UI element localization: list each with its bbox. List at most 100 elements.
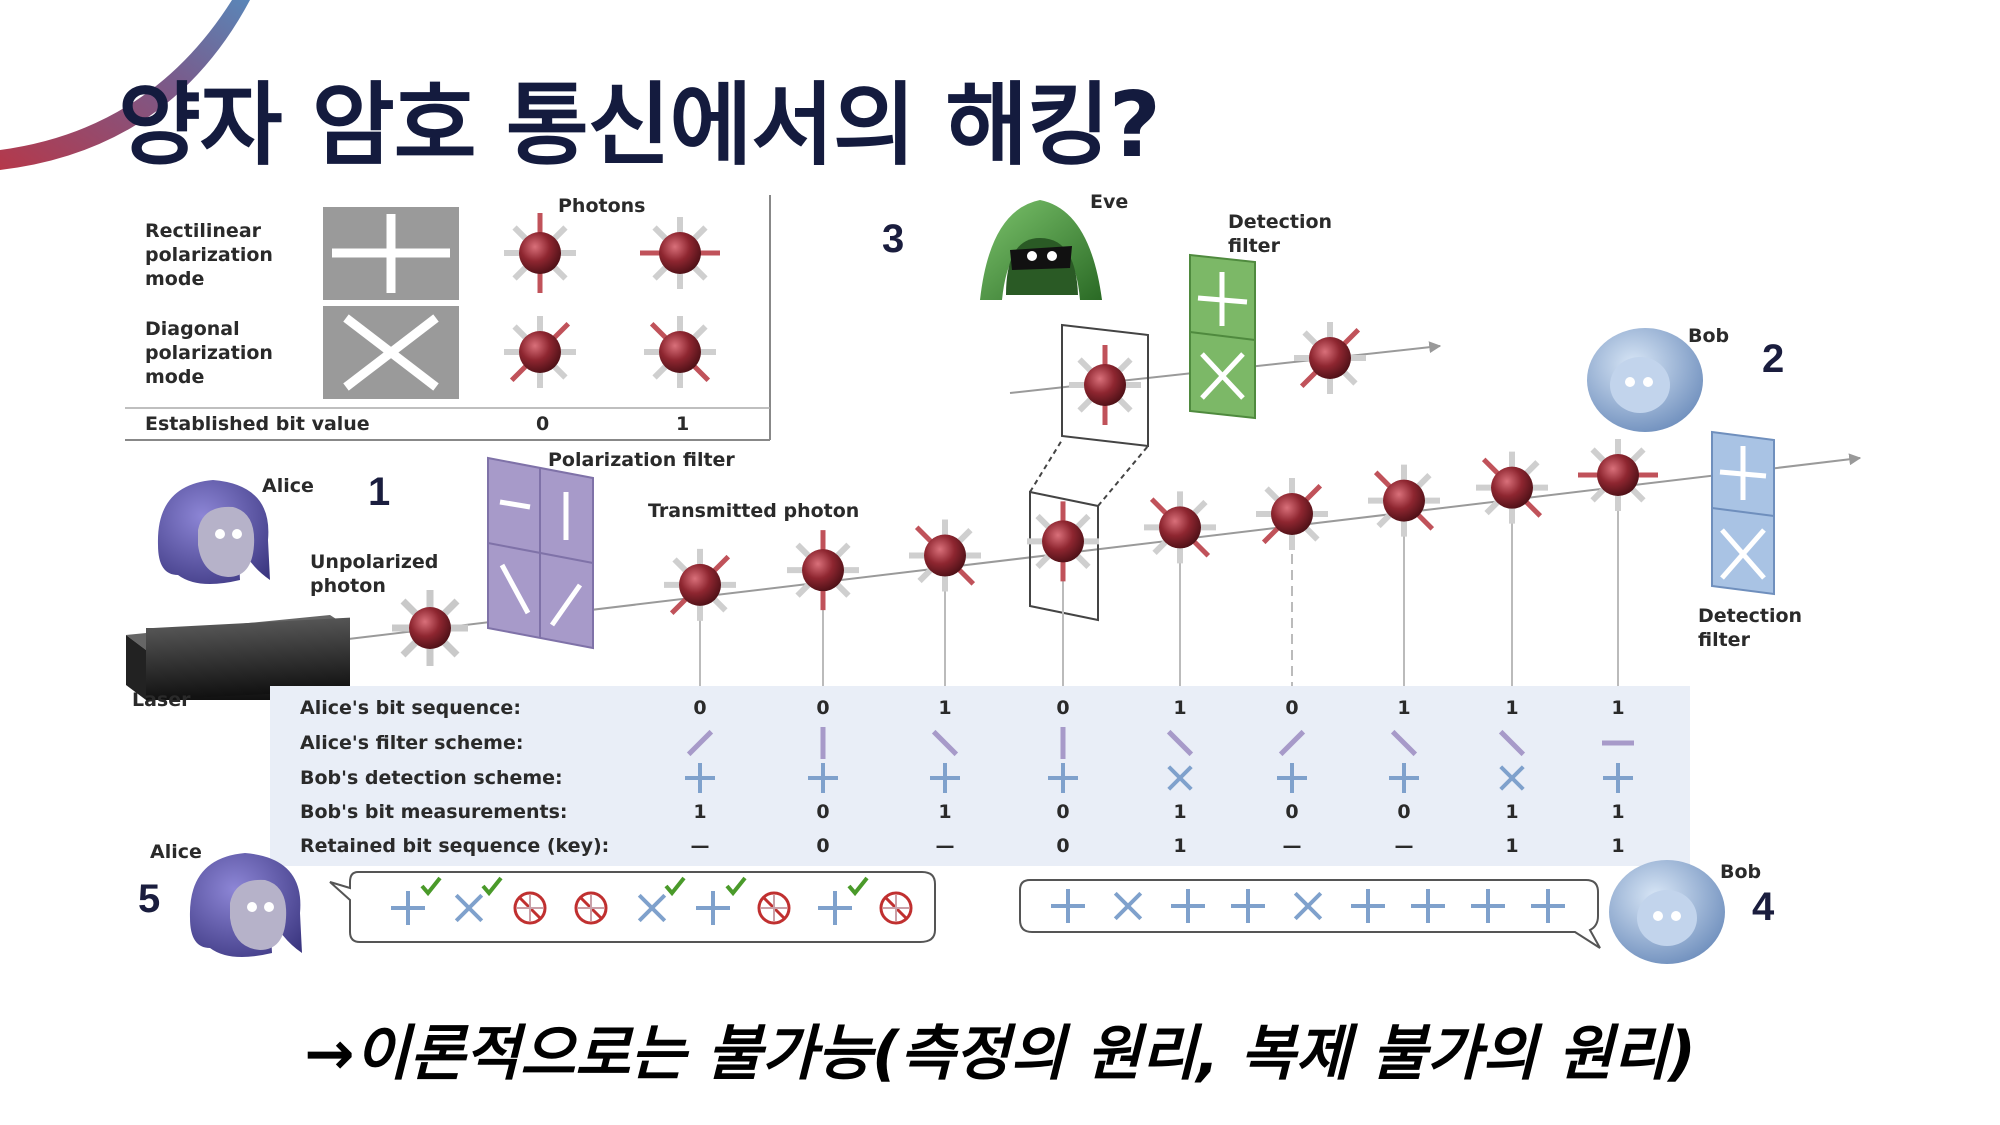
legend-bit-one: 1 <box>676 413 689 435</box>
quantum-crypto-diagram: Photons Rectilinear polarization mode Di… <box>125 191 1862 964</box>
legend-bit-zero: 0 <box>536 413 549 435</box>
bob-bubble-rectilinear-icon <box>1411 889 1445 923</box>
alice-bit-cell: 1 <box>1173 697 1186 719</box>
eve-detection-filter <box>1189 253 1256 420</box>
legend-box: Photons Rectilinear polarization mode Di… <box>125 195 771 441</box>
beam-photon <box>1476 451 1548 524</box>
polarization-filter <box>487 456 594 650</box>
legend-photons-header: Photons <box>558 195 645 217</box>
beam-photon <box>787 530 859 611</box>
alice-bit-cell: 0 <box>693 697 706 719</box>
alice-bit-cell: 1 <box>1611 697 1624 719</box>
bob-bit-cell: 1 <box>1173 801 1186 823</box>
alice-bubble-rejected-icon <box>574 891 608 925</box>
key-bit-cell: — <box>691 835 710 857</box>
alice-label-bottom: Alice <box>150 841 202 863</box>
alice-bubble-diagonal-icon <box>637 893 667 923</box>
alice-filter-mark-diag-up <box>686 729 714 757</box>
bob-bubble-rectilinear-icon <box>1231 889 1265 923</box>
legend-photon-rect-1 <box>640 217 720 289</box>
check-icon <box>664 876 686 897</box>
laser-label: Laser <box>132 689 191 711</box>
polarization-filter-label: Polarization filter <box>548 449 735 471</box>
eve-label: Eve <box>1090 191 1128 213</box>
check-icon <box>420 876 442 897</box>
bob-detection-filter <box>1711 430 1775 596</box>
check-icon <box>725 876 747 897</box>
table-row-label: Bob's detection scheme: <box>300 767 563 789</box>
beam-photon <box>664 548 736 621</box>
table-row-label: Alice's bit sequence: <box>300 697 521 719</box>
eve-intercepted-photon <box>1069 345 1141 425</box>
bob-bubble-rectilinear-icon <box>1171 889 1205 923</box>
check-icon <box>481 876 503 897</box>
slide-title: 양자 암호 통신에서의 해킹? <box>118 73 1161 178</box>
bob-scheme-mark-rectilinear <box>1603 763 1633 793</box>
eve-resent-photon <box>1294 322 1366 394</box>
key-bit-cell: 1 <box>1173 835 1186 857</box>
bob-scheme-mark-rectilinear <box>1277 763 1307 793</box>
alice-bit-cell: 0 <box>816 697 829 719</box>
alice-avatar-bottom <box>189 853 302 957</box>
alice-speech-bubble <box>329 871 936 943</box>
step-number-4: 4 <box>1752 885 1775 929</box>
bob-bit-cell: 0 <box>1056 801 1069 823</box>
bob-bubble-diagonal-icon <box>1113 891 1143 921</box>
eve-detection-filter-label: Detection filter <box>1228 211 1339 257</box>
legend-established-label: Established bit value <box>145 413 370 435</box>
legend-diagonal-label: Diagonal polarization mode <box>145 318 280 388</box>
bob-label-top: Bob <box>1688 325 1729 347</box>
alice-bubble-rejected-icon <box>513 891 547 925</box>
alice-bubble-diagonal-icon <box>454 893 484 923</box>
key-bit-cell: 1 <box>1505 835 1518 857</box>
bob-avatar-bottom <box>1609 860 1725 964</box>
transmitted-photon-label: Transmitted photon <box>648 500 859 522</box>
alice-filter-mark-diag-down <box>1390 729 1418 757</box>
beam-photon <box>1578 438 1658 511</box>
bob-bubble-rectilinear-icon <box>1471 889 1505 923</box>
alice-filter-mark-diag-down <box>931 729 959 757</box>
bob-scheme-mark-rectilinear <box>1389 763 1419 793</box>
eve-avatar <box>980 200 1102 300</box>
alice-bit-cell: 1 <box>1397 697 1410 719</box>
bob-speech-bubble <box>1019 879 1601 949</box>
alice-bit-cell: 0 <box>1056 697 1069 719</box>
bob-scheme-mark-diagonal <box>1167 765 1193 791</box>
bob-detection-filter-label: Detection filter <box>1698 605 1809 651</box>
bit-table-background <box>270 686 1690 866</box>
alice-filter-mark-diag-up <box>1278 729 1306 757</box>
bob-bit-cell: 0 <box>1397 801 1410 823</box>
key-bit-cell: 0 <box>1056 835 1069 857</box>
beam-photon <box>1368 464 1440 537</box>
beam-photon <box>1027 501 1099 582</box>
legend-photon-diag-1 <box>644 316 716 388</box>
diagonal-filter-swatch <box>323 306 459 399</box>
bob-bit-cell: 1 <box>1505 801 1518 823</box>
bob-scheme-mark-rectilinear <box>1048 763 1078 793</box>
bob-avatar-top <box>1587 328 1703 432</box>
rectilinear-filter-swatch <box>323 207 459 300</box>
bob-bit-cell: 0 <box>816 801 829 823</box>
conclusion-text: →이론적으로는 불가능(측정의 원리, 복제 불가의 원리) <box>304 1019 1696 1089</box>
alice-bubble-rejected-icon <box>757 891 791 925</box>
key-bit-cell: 0 <box>816 835 829 857</box>
table-row-label: Retained bit sequence (key): <box>300 835 609 857</box>
table-row-label: Alice's filter scheme: <box>300 732 523 754</box>
bob-label-bottom: Bob <box>1720 861 1761 883</box>
legend-photon-rect-0 <box>504 213 576 293</box>
alice-bubble-rectilinear-icon <box>696 891 730 925</box>
bob-bubble-rectilinear-icon <box>1051 889 1085 923</box>
bob-scheme-mark-diagonal <box>1499 765 1525 791</box>
alice-label-top: Alice <box>262 475 314 497</box>
alice-bubble-rejected-icon <box>879 891 913 925</box>
bob-scheme-mark-rectilinear <box>930 763 960 793</box>
table-row-label: Bob's bit measurements: <box>300 801 567 823</box>
alice-avatar-top <box>157 480 270 584</box>
bob-scheme-mark-rectilinear <box>685 763 715 793</box>
bob-bit-cell: 1 <box>1611 801 1624 823</box>
alice-bit-cell: 0 <box>1285 697 1298 719</box>
bob-scheme-mark-rectilinear <box>808 763 838 793</box>
alice-bubble-rectilinear-icon <box>818 891 852 925</box>
step-number-5: 5 <box>138 877 160 921</box>
